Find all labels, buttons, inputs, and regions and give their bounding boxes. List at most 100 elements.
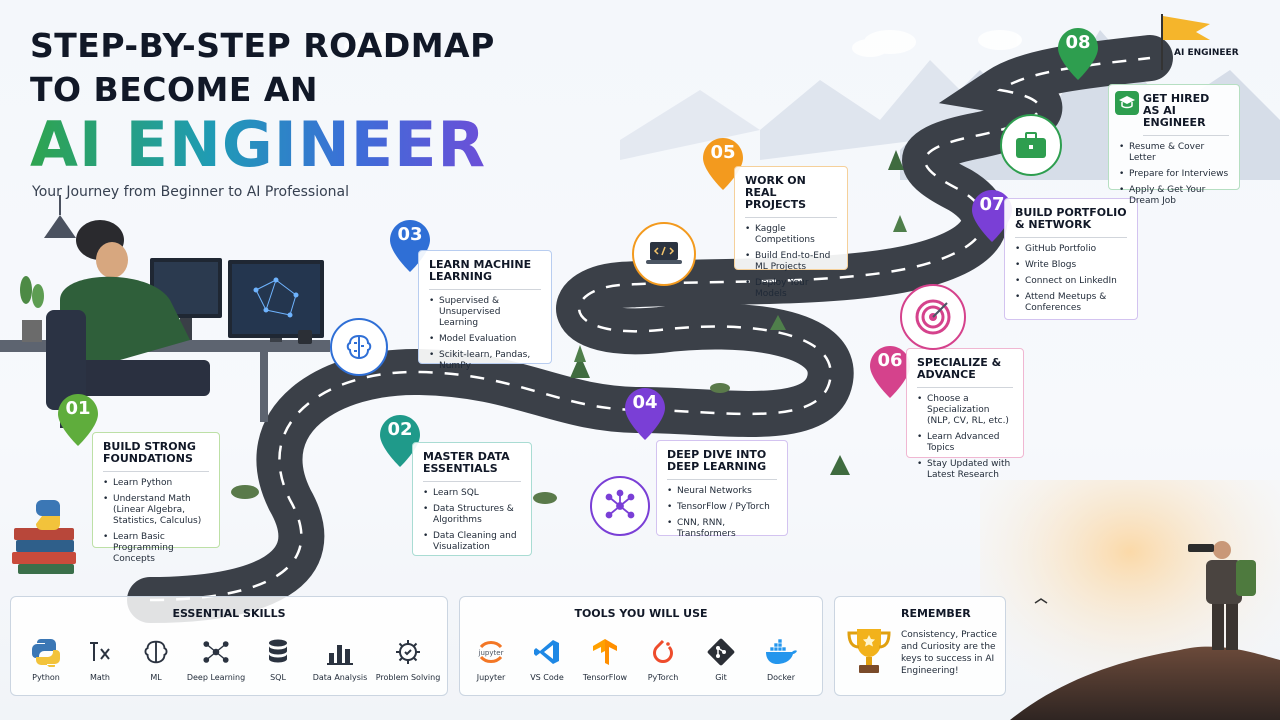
tensorflow-icon — [593, 639, 617, 665]
laptop-badge — [632, 222, 696, 286]
map-pin-icon — [1058, 28, 1098, 80]
step-1-pin: 01 — [58, 394, 98, 446]
jupyter-icon: jupyter — [478, 641, 504, 663]
step-item: Connect on LinkedIn — [1015, 276, 1127, 287]
map-pin-icon — [870, 346, 910, 398]
skill-label: Python — [32, 673, 60, 682]
step-item: Scikit-learn, Pandas, NumPy — [429, 350, 541, 372]
step-8-pin: 08 — [1058, 28, 1098, 80]
skill-sql: SQL — [243, 637, 313, 682]
brain-icon — [346, 334, 372, 360]
skill-label: Deep Learning — [186, 673, 246, 682]
step-number: 08 — [1065, 32, 1091, 53]
step-item: Supervised & Unsupervised Learning — [429, 296, 541, 329]
neural-network-badge — [590, 476, 650, 536]
flag-illustration — [1161, 14, 1210, 70]
step-title: BUILD STRONG FOUNDATIONS — [103, 441, 209, 472]
tool-label: PyTorch — [647, 673, 679, 682]
step-item: Neural Networks — [667, 486, 777, 497]
step-number: 04 — [632, 392, 658, 413]
step-item: Learn Advanced Topics — [917, 432, 1013, 454]
clouds — [344, 30, 1022, 57]
step-4-card: DEEP DIVE INTO DEEP LEARNING Neural Netw… — [656, 440, 788, 539]
map-pin-icon — [972, 190, 1012, 242]
title-line-1: STEP-BY-STEP ROADMAP — [30, 26, 495, 65]
step-item: Stay Updated with Latest Research — [917, 459, 1013, 481]
subtitle: Your Journey from Beginner to AI Profess… — [32, 184, 350, 200]
tool-label: Docker — [766, 673, 795, 682]
remember-title: REMEMBER — [901, 607, 971, 620]
tools-panel: TOOLS YOU WILL USE jupyter Jupyter VS Co… — [459, 596, 823, 696]
map-pin-icon — [380, 415, 420, 467]
step-item: CNN, RNN, Transformers — [667, 518, 777, 540]
step-item: Write Blogs — [1015, 260, 1127, 271]
step-8-card: GET HIRED AS AI ENGINEER Resume & Cover … — [1108, 84, 1240, 206]
tool-label: Jupyter — [476, 673, 506, 682]
step-2-card: MASTER DATA ESSENTIALS Learn SQL Data St… — [412, 442, 532, 556]
programmer-illustration — [0, 195, 330, 428]
step-1-card: BUILD STRONG FOUNDATIONS Learn Python Un… — [92, 432, 220, 564]
step-item: Data Cleaning and Visualization — [423, 531, 521, 553]
step-item: Deploy Your Models — [745, 278, 837, 300]
step-item: Data Structures & Algorithms — [423, 504, 521, 526]
target-icon — [915, 299, 951, 335]
gear-bulb-icon — [396, 640, 420, 664]
briefcase-badge — [1000, 114, 1062, 176]
step-item: GitHub Portfolio — [1015, 244, 1127, 255]
step-title: SPECIALIZE & ADVANCE — [917, 357, 1013, 388]
title-line-2: TO BECOME AN — [30, 70, 319, 109]
svg-text:jupyter: jupyter — [478, 649, 504, 657]
step-number: 01 — [65, 398, 91, 419]
database-icon — [269, 639, 287, 663]
graduation-icon — [1115, 91, 1139, 115]
map-pin-icon — [703, 138, 743, 190]
step-title: BUILD PORTFOLIO & NETWORK — [1015, 207, 1127, 238]
brain-badge — [330, 318, 388, 376]
skill-python: Python — [11, 637, 81, 682]
vscode-icon — [534, 640, 559, 664]
skill-label: Math — [89, 673, 110, 682]
map-pin-icon — [58, 394, 98, 446]
step-7-pin: 07 — [972, 190, 1012, 242]
step-3-card: LEARN MACHINE LEARNING Supervised & Unsu… — [418, 250, 552, 371]
remember-text: Consistency, Practice and Curiosity are … — [901, 630, 998, 676]
git-icon — [707, 638, 735, 666]
step-title: WORK ON REAL PROJECTS — [745, 175, 837, 218]
laptop-code-icon — [646, 242, 682, 264]
skill-label: SQL — [270, 673, 286, 682]
step-item: Learn Python — [103, 478, 209, 489]
map-pin-icon — [625, 388, 665, 440]
step-item: Kaggle Competitions — [745, 224, 837, 246]
step-number: 07 — [979, 194, 1005, 215]
step-6-card: SPECIALIZE & ADVANCE Choose a Specializa… — [906, 348, 1024, 480]
skill-ml: ML — [121, 637, 191, 682]
tool-pytorch: PyTorch — [628, 637, 698, 682]
essential-skills-panel: ESSENTIAL SKILLS Python Math ML Deep Lea… — [10, 596, 448, 696]
books-python-illustration — [12, 500, 76, 574]
step-7-card: BUILD PORTFOLIO & NETWORK GitHub Portfol… — [1004, 198, 1138, 320]
tool-jupyter: jupyter Jupyter — [456, 637, 526, 682]
hiker-illustration — [1010, 541, 1280, 720]
docker-icon — [766, 638, 797, 664]
tool-git: Git — [686, 637, 756, 682]
step-number: 06 — [877, 350, 903, 371]
tool-vscode: VS Code — [512, 637, 582, 682]
skill-math: Math — [65, 637, 135, 682]
pytorch-icon — [653, 639, 673, 663]
tool-docker: Docker — [746, 637, 816, 682]
skill-label: Data Analysis — [312, 673, 368, 682]
step-item: Model Evaluation — [429, 334, 541, 345]
flag-label: AI ENGINEER — [1174, 48, 1239, 58]
briefcase-icon — [1016, 132, 1046, 158]
step-item: Choose a Specialization (NLP, CV, RL, et… — [917, 394, 1013, 427]
step-4-pin: 04 — [625, 388, 665, 440]
trees — [231, 150, 907, 504]
trophy-icon — [847, 629, 891, 673]
network-icon — [605, 489, 635, 519]
step-2-pin: 02 — [380, 415, 420, 467]
step-5-pin: 05 — [703, 138, 743, 190]
math-icon — [90, 642, 110, 661]
step-item: Apply & Get Your Dream Job — [1119, 185, 1229, 207]
target-badge — [900, 284, 966, 350]
